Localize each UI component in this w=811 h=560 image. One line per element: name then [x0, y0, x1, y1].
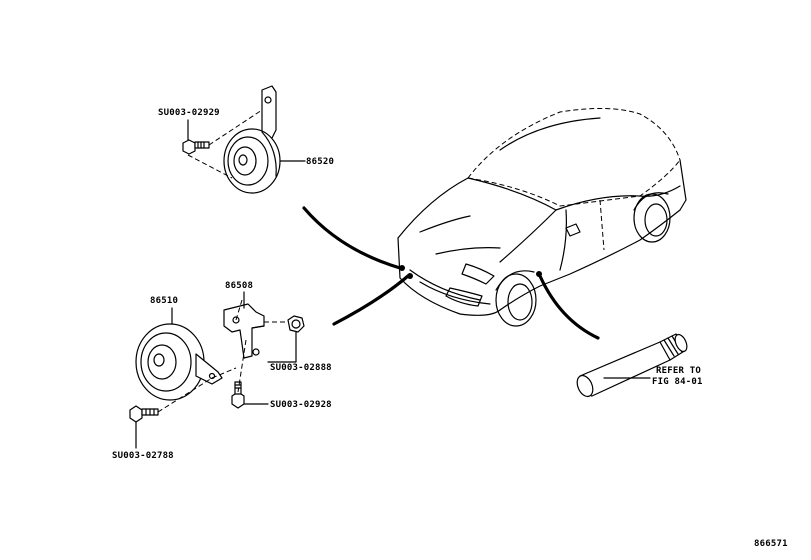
label-bracket: 86508	[225, 281, 254, 291]
bracket-86508[interactable]	[223, 303, 265, 359]
label-bolt-bracket: SU003-02928	[270, 400, 332, 410]
car-illustration	[397, 107, 687, 327]
label-nut: SU003-02888	[270, 363, 332, 373]
label-bolt-upper: SU003-02929	[158, 108, 220, 118]
harness-connector	[576, 333, 688, 398]
label-bolt-lower: SU003-02788	[112, 451, 174, 461]
figure-number: 866571	[754, 539, 788, 549]
horn-high-assembly[interactable]	[223, 85, 281, 194]
horn-low-assembly[interactable]	[135, 323, 223, 401]
label-horn-low: 86510	[150, 296, 179, 306]
nut[interactable]	[287, 315, 305, 333]
bolt-bracket[interactable]	[231, 381, 245, 409]
label-refer-line1: REFER TO	[656, 366, 701, 376]
label-refer-line2: FIG 84-01	[652, 377, 703, 387]
bolt-upper[interactable]	[182, 139, 210, 155]
label-horn-high: 86520	[306, 157, 335, 167]
bolt-lower[interactable]	[129, 405, 159, 423]
